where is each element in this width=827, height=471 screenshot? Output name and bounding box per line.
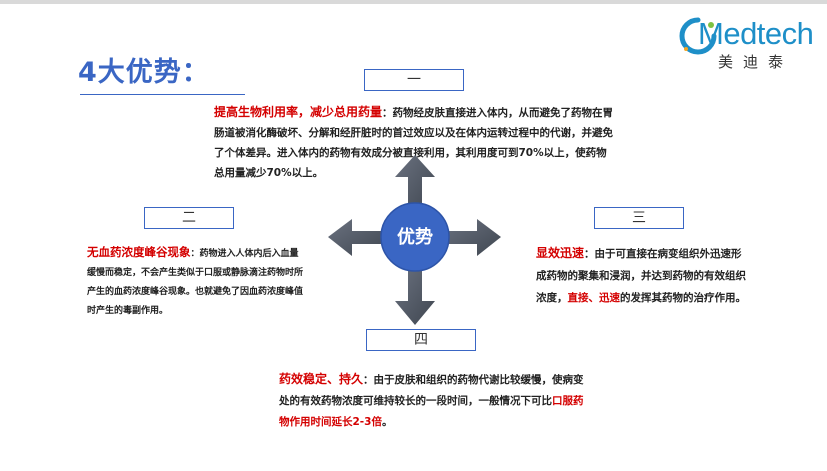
advantage-two-heading: 无血药浓度峰谷现象 (87, 245, 191, 259)
advantage-four-body-before: ：由于皮肤和组织的药物代谢比较缓慢，使病变处的有效药物浓度可维持较长的一段时间，… (279, 374, 584, 407)
label-box-three: 三 (594, 207, 684, 229)
arrow-down (395, 267, 435, 325)
advantage-four-emphasis: 口服药物作用时间延长2-3倍 (279, 395, 584, 428)
advantage-four-text: 药效稳定、持久：由于皮肤和组织的药物代谢比较缓慢，使病变处的有效药物浓度可维持较… (279, 369, 587, 433)
label-box-two: 二 (144, 207, 234, 229)
advantage-three-body-before: ：由于可直接在病变组织外迅速形成药物的聚集和浸润，并达到药物的有效组织浓度， (536, 248, 746, 304)
page-title: 4大优势： (78, 57, 210, 88)
advantage-two-body: ：药物进入人体内后入血量缓慢而稳定，不会产生类似于口服或静脉滴注药物时所产生的血… (87, 249, 304, 316)
four-way-arrow-icon (328, 155, 501, 325)
advantage-three-heading: 显效迅速 (536, 246, 585, 260)
company-logo: Medtech 美迪泰 (678, 12, 820, 72)
title-underline (80, 94, 245, 95)
label-box-one: 一 (364, 69, 464, 91)
logo-wordmark: Medtech (698, 16, 814, 51)
label-box-four: 四 (366, 329, 476, 351)
advantage-three-text: 显效迅速：由于可直接在病变组织外迅速形成药物的聚集和浸润，并达到药物的有效组织浓… (536, 242, 751, 309)
advantage-one-body: ：药物经皮肤直接进入体内，从而避免了药物在胃肠道被消化酶破坏、分解和经肝脏时的首… (214, 107, 614, 179)
arrow-right (443, 219, 501, 256)
arrow-up (395, 155, 435, 213)
advantage-four-body-after: 。 (381, 416, 393, 428)
advantage-one-text: 提高生物利用率，减少总用药量：药物经皮肤直接进入体内，从而避免了药物在胃肠道被消… (214, 102, 614, 183)
top-border (0, 0, 827, 4)
center-circle (381, 203, 449, 271)
advantage-one-heading: 提高生物利用率，减少总用药量 (214, 105, 383, 119)
advantage-four-heading: 药效稳定、持久 (279, 372, 364, 386)
advantage-three-emphasis: 直接、迅速 (567, 292, 621, 304)
logo-ring-icon (679, 17, 717, 55)
advantage-two-text: 无血药浓度峰谷现象：药物进入人体内后入血量缓慢而稳定，不会产生类似于口服或静脉滴… (87, 243, 305, 321)
center-label: 优势 (397, 227, 433, 248)
arrow-left (328, 219, 386, 256)
advantage-three-body-after: 的发挥其药物的治疗作用。 (620, 292, 746, 304)
logo-subtitle: 美迪泰 (718, 53, 794, 71)
